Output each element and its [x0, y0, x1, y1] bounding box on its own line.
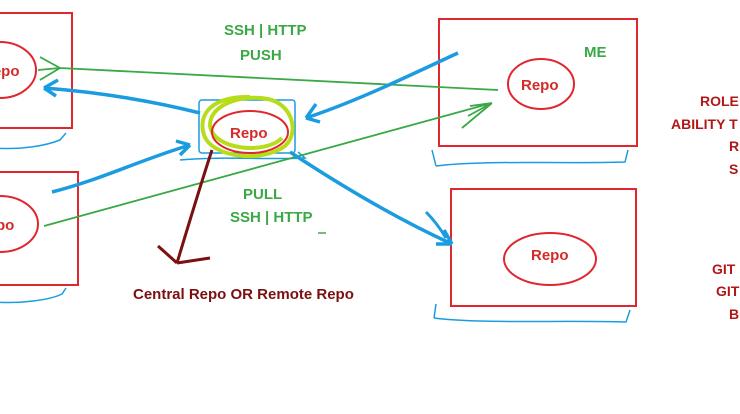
bottom-right-computer-stand	[433, 303, 631, 323]
pull-line-bottom-left	[43, 102, 493, 227]
bottom-left-repo-ellipse	[0, 195, 39, 253]
blue-arrow-bottom-left-to-central	[51, 139, 192, 194]
bottom-left-repo-label: po	[0, 217, 14, 234]
me-computer-box	[438, 18, 638, 147]
central-repo-ellipse	[211, 110, 289, 154]
pull-label: PULL	[243, 186, 282, 203]
central-repo-link	[156, 149, 214, 265]
central-repo-caption: Central Repo OR Remote Repo	[133, 286, 354, 303]
blue-arrow-central-to-top-left	[43, 78, 201, 115]
bottom-left-computer-stand	[0, 287, 67, 304]
push-arrow-to-top-left	[37, 56, 499, 91]
bottom-left-computer-box	[0, 171, 79, 286]
side-text-r: R	[729, 138, 739, 154]
top-left-computer-box	[0, 12, 73, 129]
top-left-repo-label: Repo	[0, 63, 20, 80]
ssh-http-bottom-label: SSH | HTTP	[230, 209, 313, 226]
push-label: PUSH	[240, 47, 282, 64]
me-computer-stand	[431, 149, 629, 167]
side-text-ability: ABILITY T	[671, 116, 738, 132]
blue-arrow-central-to-bottom-right	[289, 150, 454, 246]
side-text-s: S	[729, 161, 738, 177]
me-repo-ellipse	[507, 58, 575, 110]
side-text-git-1: GIT	[712, 261, 736, 277]
central-highlight-scribble	[200, 94, 295, 159]
side-text-role: ROLE	[700, 93, 739, 109]
top-left-computer-stand	[0, 132, 67, 150]
side-text-git-2: GIT	[716, 283, 740, 299]
bottom-right-repo-label: Repo	[531, 247, 569, 264]
bottom-right-repo-ellipse	[503, 232, 597, 286]
blue-arrow-me-to-central	[304, 51, 459, 124]
side-text-b: B	[729, 306, 739, 322]
ssh-http-top-label: SSH | HTTP	[224, 22, 307, 39]
me-label: ME	[584, 44, 607, 61]
bottom-right-computer-box	[450, 188, 637, 307]
me-repo-label: Repo	[521, 77, 559, 94]
blue-hook-bottom-right	[424, 210, 448, 239]
top-left-repo-ellipse	[0, 41, 37, 99]
central-repo-label: Repo	[230, 125, 268, 142]
